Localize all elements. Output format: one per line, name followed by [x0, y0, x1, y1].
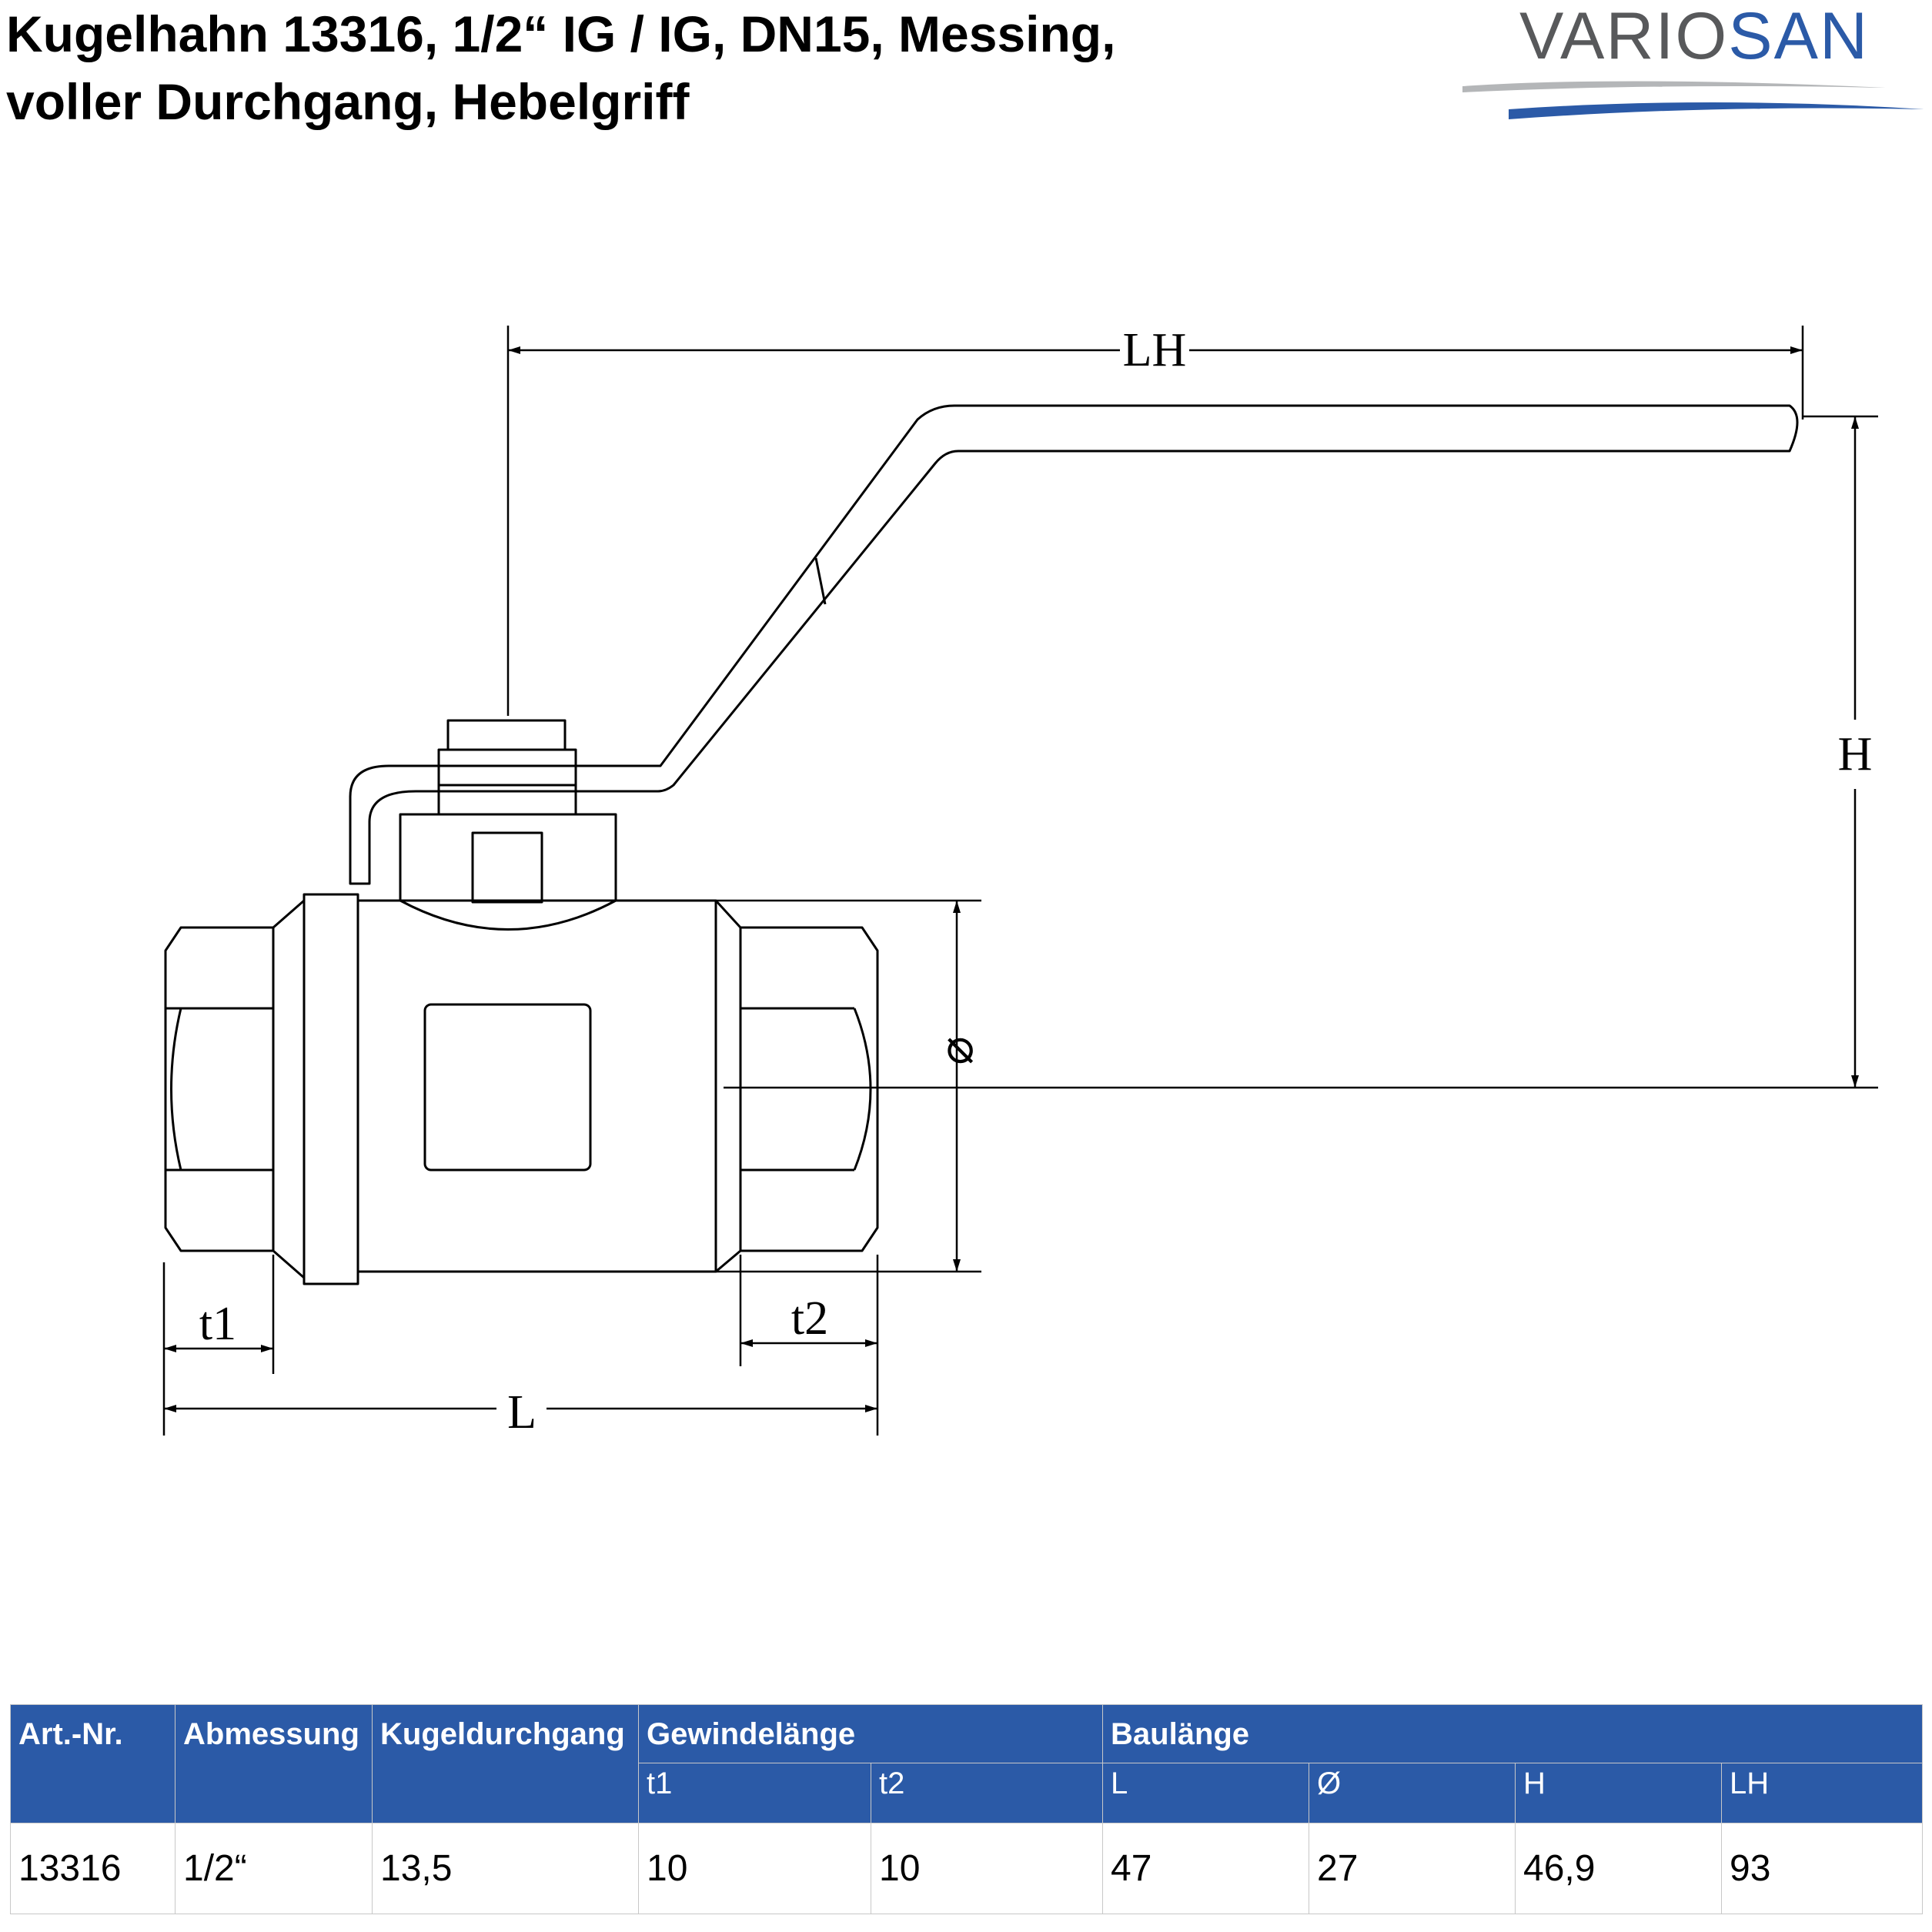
dimension-label-t1: t1: [199, 1298, 236, 1350]
cell-l: 47: [1102, 1823, 1310, 1914]
dimension-label-t2: t2: [791, 1292, 828, 1345]
logo-text-vario: VARIO: [1519, 0, 1728, 73]
subheader-t1: t1: [638, 1763, 871, 1823]
cell-kugeldurchgang: 13,5: [372, 1823, 639, 1914]
subheader-lh: LH: [1721, 1763, 1924, 1823]
spec-table: Art.-Nr. Abmessung Kugeldurchgang Gewind…: [10, 1704, 1924, 1914]
subheader-l: L: [1102, 1763, 1310, 1823]
page-title: Kugelhahn 13316, 1/2“ IG / IG, DN15, Mes…: [6, 5, 1116, 130]
logo-swoosh-grey: [1462, 81, 1886, 92]
table-row: 13316 1/2“ 13,5 10 10 47 27 46,9 93: [10, 1823, 1924, 1914]
cell-t1: 10: [638, 1823, 871, 1914]
cell-h: 46,9: [1515, 1823, 1723, 1914]
logo-swoosh-blue: [1509, 102, 1924, 119]
variosan-logo: VARIOSAN: [1462, 0, 1924, 119]
lever-handle: [349, 404, 1799, 885]
dimension-label-diameter: ⌀: [931, 1036, 983, 1065]
header-kugeldurchgang: Kugeldurchgang: [372, 1704, 639, 1823]
cell-art-nr: 13316: [10, 1823, 175, 1914]
stem-base: [437, 784, 577, 816]
cell-diameter: 27: [1309, 1823, 1516, 1914]
cell-lh: 93: [1721, 1823, 1924, 1914]
stem-washer: [437, 748, 577, 787]
cell-abmessung: 1/2“: [175, 1823, 373, 1914]
logo-text-san: SAN: [1728, 0, 1869, 73]
dimension-label-h: H: [1838, 728, 1873, 780]
subheader-diameter: Ø: [1309, 1763, 1516, 1823]
header-baulaenge: Baulänge: [1102, 1704, 1924, 1763]
header-gewindelaenge: Gewindelänge: [637, 1704, 1104, 1763]
header-art-nr: Art.-Nr.: [10, 1704, 175, 1823]
dimension-label-l: L: [507, 1386, 536, 1439]
subheader-h: H: [1515, 1763, 1723, 1823]
stem-nut: [446, 719, 567, 751]
stem-square: [471, 831, 543, 904]
dimension-label-lh: LH: [1123, 324, 1187, 376]
right-hex-end: [740, 926, 879, 1252]
left-collar: [272, 899, 306, 1279]
header-abmessung: Abmessung: [175, 1704, 373, 1823]
cell-t2: 10: [870, 1823, 1104, 1914]
svg-text:VARIOSAN: VARIOSAN: [1519, 0, 1869, 73]
body-window: [423, 1003, 592, 1172]
subheader-t2: t2: [870, 1763, 1104, 1823]
union-nut: [303, 893, 359, 1285]
valve-body: [358, 899, 717, 1273]
left-hex-end: [164, 926, 273, 1252]
valve-neck: [399, 813, 617, 902]
right-collar: [714, 899, 742, 1273]
